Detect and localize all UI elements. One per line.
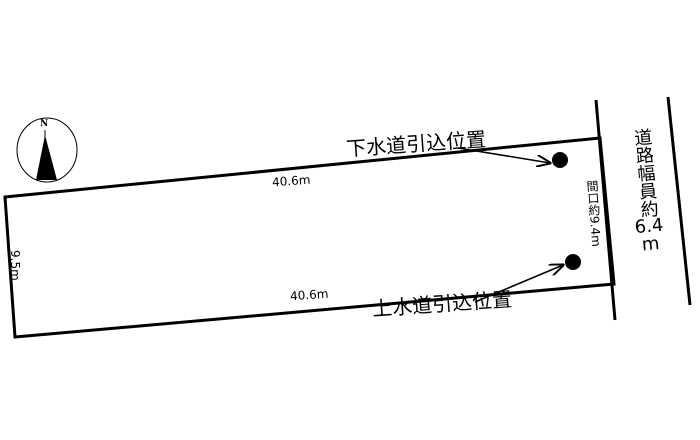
- road-edge-near: [594, 99, 617, 321]
- lot-boundary: [3, 136, 616, 339]
- north-label: N: [40, 119, 49, 129]
- compass-icon: [16, 117, 78, 183]
- road-edge-far: [666, 96, 692, 306]
- road-width-text: 道路幅員約: [630, 127, 660, 219]
- sewer-inlet-marker: [552, 152, 568, 168]
- water-inlet-marker: [565, 254, 581, 270]
- bottom-side-length: 40.6m: [289, 286, 329, 304]
- water-arrow: [474, 265, 563, 303]
- left-side-length: 9.5m: [8, 250, 22, 281]
- sewer-arrow: [457, 147, 550, 163]
- top-side-length: 40.6m: [271, 172, 311, 190]
